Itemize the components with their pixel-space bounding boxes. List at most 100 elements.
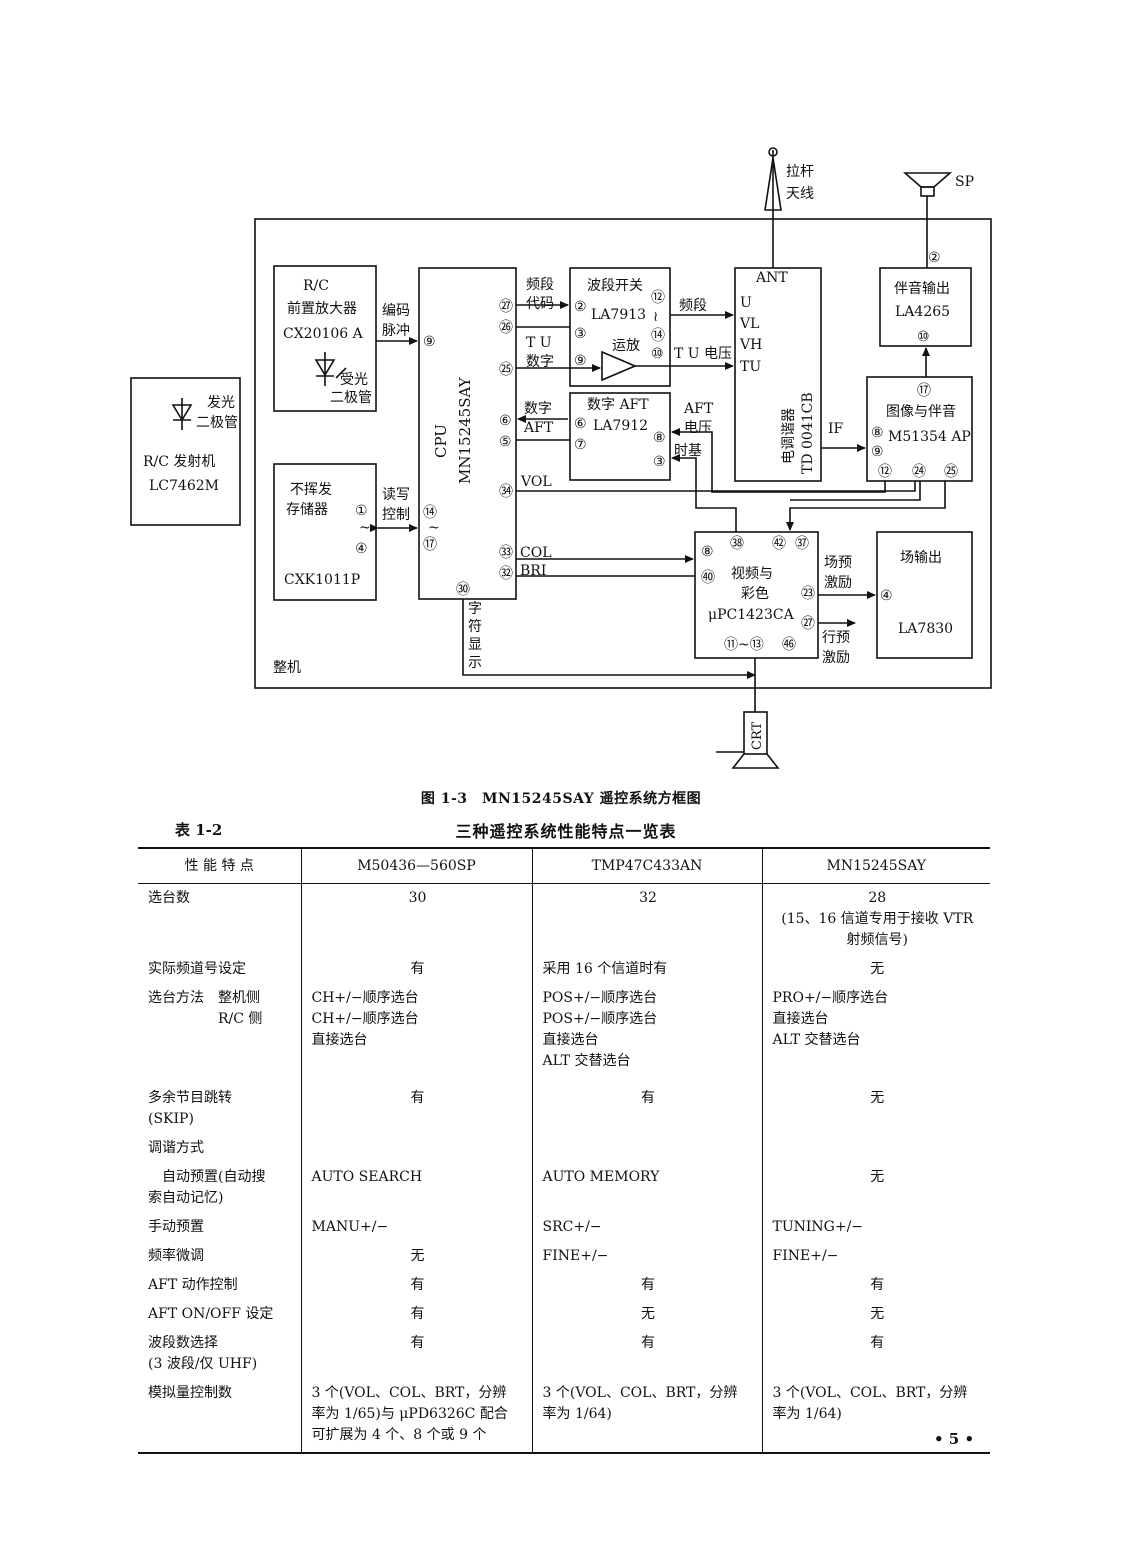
table-row: AFT ON/OFF 设定 有 无 无 <box>138 1300 990 1329</box>
cell-feature: 手动预置 <box>148 1219 204 1235</box>
image-pin-25: ㉕ <box>944 464 958 480</box>
header-feature: 性 能 特 点 <box>138 847 301 884</box>
cpu-pin-26: ㉖ <box>499 320 513 336</box>
table-row: AFT 动作控制 有 有 有 <box>138 1271 990 1300</box>
band-pin-tilde: ≀ <box>653 309 658 325</box>
table-header-row: 性 能 特 点 M50436—560SP TMP47C433AN MN15245… <box>138 847 990 884</box>
char-label-4: 示 <box>468 655 482 671</box>
diode-label-2: 二极管 <box>330 390 372 406</box>
field-pre-label-1: 场预 <box>824 555 852 571</box>
cell-b <box>531 1134 762 1163</box>
preamp-chip: CX20106 A <box>283 326 364 342</box>
video-pin-8: ⑧ <box>701 544 714 560</box>
char-label-3: 显 <box>468 637 482 653</box>
band-pin-10: ⑩ <box>651 346 664 362</box>
if-label: IF <box>828 421 844 437</box>
video-name: 视频与 <box>731 566 773 582</box>
aft-pin-8: ⑧ <box>653 430 666 446</box>
cell-feature: 频率微调 <box>148 1248 204 1264</box>
cell-c: 无 <box>761 955 990 984</box>
image-pin-8: ⑧ <box>871 425 884 441</box>
tu-volt-label: T U 电压 <box>674 346 732 362</box>
memory-name-2: 存储器 <box>286 502 328 518</box>
antenna-label-1: 拉杆 <box>786 164 814 180</box>
memory-pin-4: ④ <box>355 541 368 557</box>
char-label-2: 符 <box>468 619 482 635</box>
chassis-frame <box>254 218 992 689</box>
header-tmp47c433an: TMP47C433AN <box>531 847 762 884</box>
transmitter-chip: LC7462M <box>149 478 219 494</box>
field-pin-4: ④ <box>880 588 893 604</box>
band-code-label-2: 代码 <box>526 296 554 312</box>
cpu-box <box>418 267 517 600</box>
figure-caption: 图 1-3 MN15245SAY 遥控系统方框图 <box>420 791 702 807</box>
cpu-pin-6: ⑥ <box>499 413 512 429</box>
cell-feature: 选台数 <box>148 890 190 906</box>
cpu-chip: MN15245SAY <box>456 376 474 484</box>
video-pin-40: ㊵ <box>701 570 715 586</box>
video-pin-23: ㉓ <box>801 586 815 602</box>
cell-feature: AFT 动作控制 <box>148 1277 238 1293</box>
cpu-pin-30: ㉚ <box>456 582 470 598</box>
image-pin-12: ⑫ <box>878 464 892 480</box>
sound-pin-2: ② <box>928 250 941 266</box>
video-pin-46: ㊻ <box>782 637 796 653</box>
video-pin-27: ㉗ <box>801 616 815 632</box>
table-title: 三种遥控系统性能特点一览表 <box>455 822 677 841</box>
cpu-pin-14: ⑭ <box>423 505 437 521</box>
cpu-pin-33: ㉝ <box>499 545 513 561</box>
char-label-1: 字 <box>468 601 482 617</box>
encode-label-1: 编码 <box>382 303 410 319</box>
cell-c: 28 (15、16 信道专用于接收 VTR 射频信号) <box>761 883 990 955</box>
table-row: 波段数选择 (3 波段/仅 UHF) 有 有 有 <box>138 1329 990 1379</box>
cell-b: 无 <box>531 1300 762 1329</box>
header-m50436: M50436—560SP <box>300 847 532 884</box>
cell-a: 无 <box>300 1242 532 1271</box>
cell-c: TUNING+/− <box>761 1213 990 1242</box>
video-chip: μPC1423CA <box>708 607 795 623</box>
cell-c: 有 <box>761 1329 990 1379</box>
antenna-label-2: 天线 <box>786 186 814 202</box>
led-label-2: 二极管 <box>196 415 238 431</box>
memory-chip: CXK1011P <box>284 572 360 588</box>
cell-a: 有 <box>300 1300 532 1329</box>
tuner-chip: TD 0041CB <box>800 392 816 474</box>
video-pin-42: ㊷ <box>772 536 786 552</box>
table-row: 手动预置 MANU+/− SRC+/− TUNING+/− <box>138 1213 990 1242</box>
tu-digital-label-1: T U <box>526 335 552 351</box>
cell-b: 采用 16 个信道时有 <box>531 955 762 984</box>
memory-pin-1: ① <box>355 503 368 519</box>
field-out-box <box>876 531 973 659</box>
col-label: COL <box>520 545 552 561</box>
table-row: 选台数 30 32 28 (15、16 信道专用于接收 VTR 射频信号) <box>138 883 990 955</box>
cell-b: AUTO MEMORY <box>531 1163 762 1213</box>
cell-b: 有 <box>531 1329 762 1379</box>
bri-label: BRI <box>520 563 546 579</box>
cell-c: 无 <box>761 1300 990 1329</box>
tu-digital-label-2: 数字 <box>526 354 554 370</box>
tuner-box <box>734 267 822 482</box>
cpu-pin-32: ㉜ <box>499 566 513 582</box>
cell-feature: 调谐方式 <box>148 1140 204 1156</box>
cpu-pin-5: ⑤ <box>499 434 512 450</box>
cell-c <box>761 1134 990 1163</box>
aft-volt-label-2: 电压 <box>684 420 712 436</box>
speaker-label: SP <box>955 174 974 190</box>
cell-a: MANU+/− <box>300 1213 532 1242</box>
table-row: 选台方法 整机侧 R/C 侧 CH+/−顺序选台 CH+/−顺序选台 直接选台 … <box>138 984 990 1084</box>
band-pin-12: ⑫ <box>651 290 665 306</box>
tuner-u: U <box>740 295 752 311</box>
transmitter-name: R/C 发射机 <box>143 454 215 470</box>
cpu-pin-tilde: ~ <box>428 520 440 536</box>
encode-label-2: 脉冲 <box>382 323 410 339</box>
band-pin-3: ③ <box>574 326 587 342</box>
transmitter-box <box>130 377 241 526</box>
cell-a: 3 个(VOL、COL、BRT，分辨 率为 1/65)与 μPD6326C 配合… <box>300 1379 532 1454</box>
memory-box <box>273 463 377 601</box>
video-pin-37: ㊲ <box>795 536 809 552</box>
table-row: 多余节目跳转 (SKIP) 有 有 无 <box>138 1084 990 1134</box>
cell-b: 3 个(VOL、COL、BRT，分辨 率为 1/64) <box>531 1379 762 1454</box>
line-pre-label-2: 激励 <box>822 649 850 666</box>
cell-feature: 选台方法 整机侧 R/C 侧 <box>148 990 263 1027</box>
preamp-box <box>273 265 377 412</box>
